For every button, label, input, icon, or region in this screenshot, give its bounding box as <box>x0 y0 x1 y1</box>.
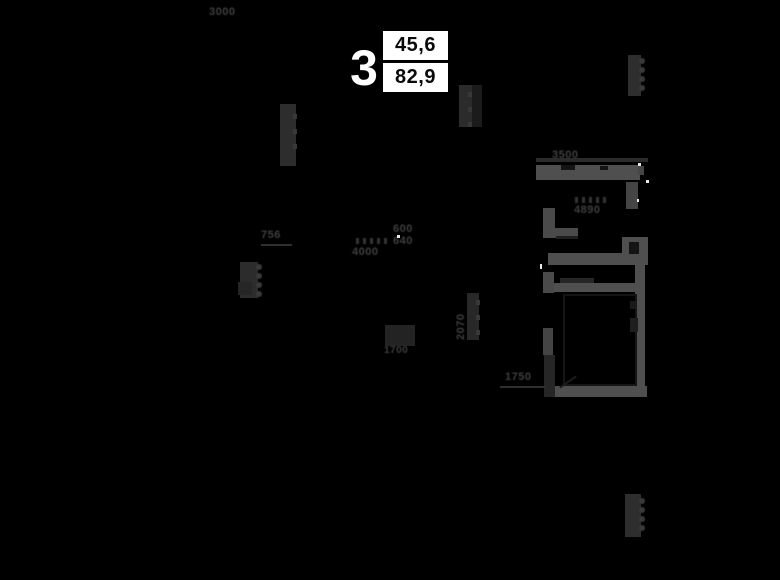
radiator-left-base <box>238 282 252 295</box>
room-bottom-wall <box>550 386 647 397</box>
dimension-label: 3500 <box>552 149 579 161</box>
total-area-value: 82,9 <box>395 66 436 88</box>
dimension-label: 756 <box>261 229 281 241</box>
door-leaf <box>626 182 638 209</box>
shaft-tick-marks <box>476 300 480 335</box>
dimension-label-vertical: 2070 <box>455 313 467 340</box>
highlight-dot <box>637 199 639 202</box>
radiator-bottom-right <box>625 494 641 537</box>
window-sill-line <box>560 278 594 283</box>
room-right-wall <box>635 255 645 397</box>
wall-corner-notch <box>629 242 639 254</box>
dimension-label: 1700 <box>384 345 409 356</box>
wall-top-horizontal <box>536 165 640 180</box>
wardrobe-block <box>280 104 296 166</box>
dimension-label: 3000 <box>209 6 236 18</box>
dimension-line <box>500 386 546 388</box>
dimension-ticks <box>356 238 387 244</box>
dimension-label: 600 <box>393 223 413 235</box>
table-block <box>385 325 415 346</box>
highlight-dot <box>540 264 542 269</box>
area-badge: 45,6 82,9 <box>383 31 448 92</box>
dimension-line <box>261 244 292 246</box>
highlight-dot <box>646 180 649 183</box>
dimension-ticks <box>575 197 606 203</box>
highlight-dot <box>638 163 641 166</box>
dimension-label: 640 <box>393 235 413 247</box>
wall-line-top <box>536 158 648 162</box>
room-top-wall <box>543 283 642 292</box>
room-count-label: 3 <box>350 40 378 96</box>
wall-step <box>638 166 644 175</box>
balcony-inner-outline <box>563 294 637 386</box>
wardrobe-tick-marks <box>293 114 297 149</box>
wall-notch <box>561 165 575 170</box>
living-area-value: 45,6 <box>395 34 436 56</box>
room-left-dark-stub <box>544 355 555 397</box>
wall-shadow-line <box>556 236 578 239</box>
room-left-stub-b <box>543 328 553 355</box>
room-left-stub-a <box>543 272 554 293</box>
dimension-label: 4890 <box>574 204 601 216</box>
right-wall-mark <box>630 301 637 309</box>
right-wall-mark <box>630 318 638 332</box>
highlight-dot <box>397 235 400 238</box>
dimension-label: 4000 <box>352 246 379 258</box>
badge-divider <box>383 60 448 63</box>
radiator-left-scallops <box>256 264 262 297</box>
wall-stub-horizontal <box>543 228 578 238</box>
radiator-scallops <box>639 58 645 91</box>
dimension-label: 1750 <box>505 371 532 383</box>
radiator-bottom-scallops <box>639 498 645 531</box>
cabinet-tick-marks <box>468 92 472 127</box>
wall-notch <box>600 166 608 170</box>
cabinet-strip-shadow <box>472 85 482 127</box>
radiator-top-right <box>628 55 641 96</box>
